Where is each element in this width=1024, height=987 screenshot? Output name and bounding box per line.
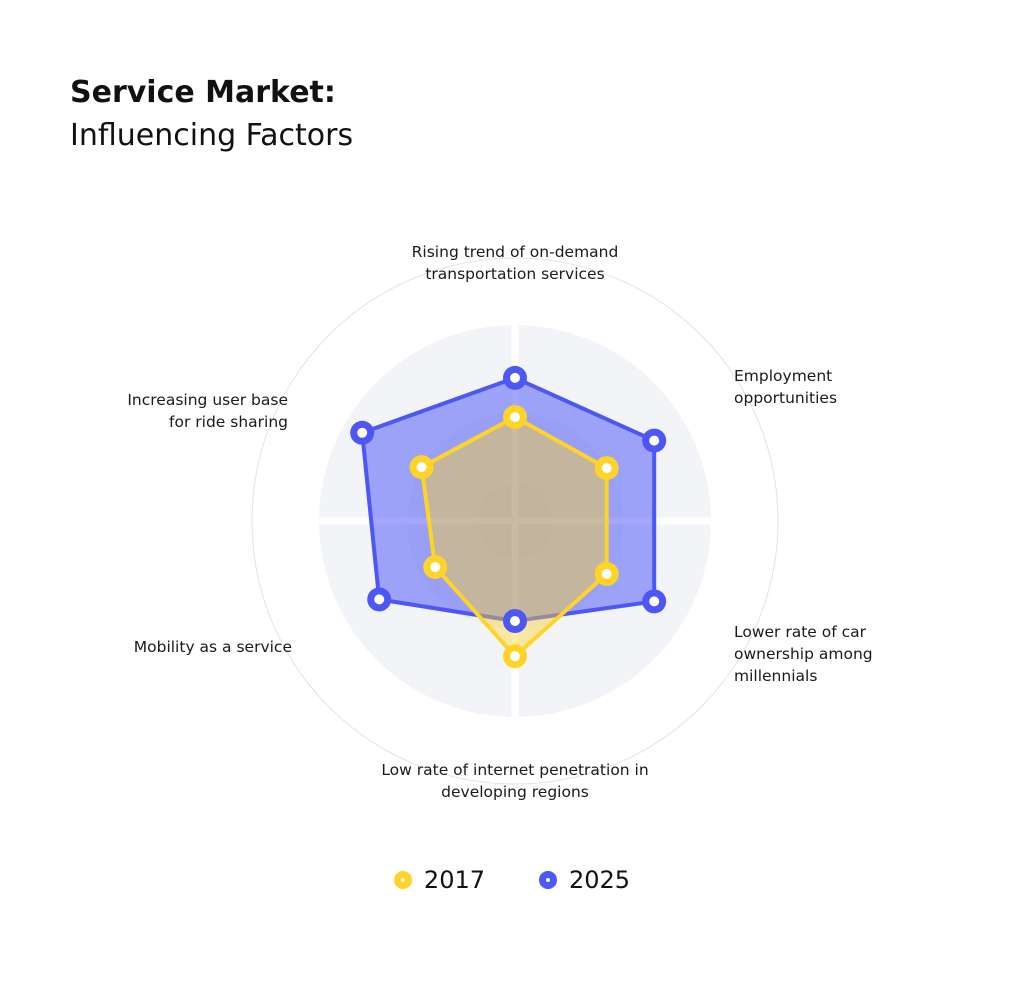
- axis-label-4-line-1: Low rate of internet penetration in: [381, 761, 648, 779]
- axis-label-3-line-3: millennials: [734, 667, 817, 685]
- axis-label-5: Mobility as a service: [134, 638, 292, 656]
- point-center-2017-3: [601, 568, 612, 579]
- point-center-2017-6: [416, 462, 427, 473]
- legend-marker-2025: [539, 871, 557, 889]
- point-center-2025-1: [510, 372, 520, 383]
- axis-label-6-line-2: for ride sharing: [169, 413, 288, 431]
- axis-label-5-line-1: Mobility as a service: [134, 638, 292, 656]
- legend: 2017 2025: [0, 866, 1024, 894]
- axis-label-1: Rising trend of on-demand transportation …: [412, 243, 619, 283]
- legend-item-2017: 2017: [393, 866, 485, 894]
- title-block: Service Market: Influencing Factors: [70, 74, 353, 160]
- point-center-2025-2: [649, 435, 660, 446]
- point-center-2025-4: [510, 616, 520, 626]
- axis-label-6-line-1: Increasing user base: [127, 391, 288, 409]
- axis-label-2-line-2: opportunities: [734, 389, 837, 407]
- axis-label-1-line-1: Rising trend of on-demand: [412, 243, 619, 261]
- axis-label-2: Employment opportunities: [734, 367, 837, 407]
- axis-label-6: Increasing user base for ride sharing: [127, 391, 288, 431]
- legend-marker-2017: [393, 871, 412, 889]
- point-center-2025-3: [649, 596, 660, 607]
- axis-label-1-line-2: transportation services: [425, 265, 604, 283]
- legend-item-2025: 2025: [539, 866, 630, 894]
- axis-label-3-line-1: Lower rate of car: [734, 623, 867, 641]
- axis-label-4: Low rate of internet penetration in devel…: [381, 761, 648, 801]
- outer-guide-circle: [251, 257, 779, 785]
- point-center-2025-5: [374, 594, 385, 605]
- axis-label-3-line-2: ownership among: [734, 645, 873, 663]
- point-center-2017-2: [601, 463, 612, 474]
- axis-label-3: Lower rate of car ownership among millenni…: [734, 623, 873, 685]
- point-center-2017-5: [430, 562, 441, 573]
- point-center-2017-4: [510, 651, 520, 662]
- legend-label-2025: 2025: [569, 866, 631, 894]
- legend-label-2017: 2017: [423, 866, 485, 894]
- chart-title: Service Market:: [70, 75, 336, 110]
- axis-label-4-line-2: developing regions: [441, 783, 589, 801]
- axis-label-2-line-1: Employment: [734, 367, 832, 385]
- point-center-2025-6: [357, 427, 368, 438]
- chart-subtitle: Influencing Factors: [70, 118, 354, 153]
- point-center-2017-1: [510, 412, 520, 423]
